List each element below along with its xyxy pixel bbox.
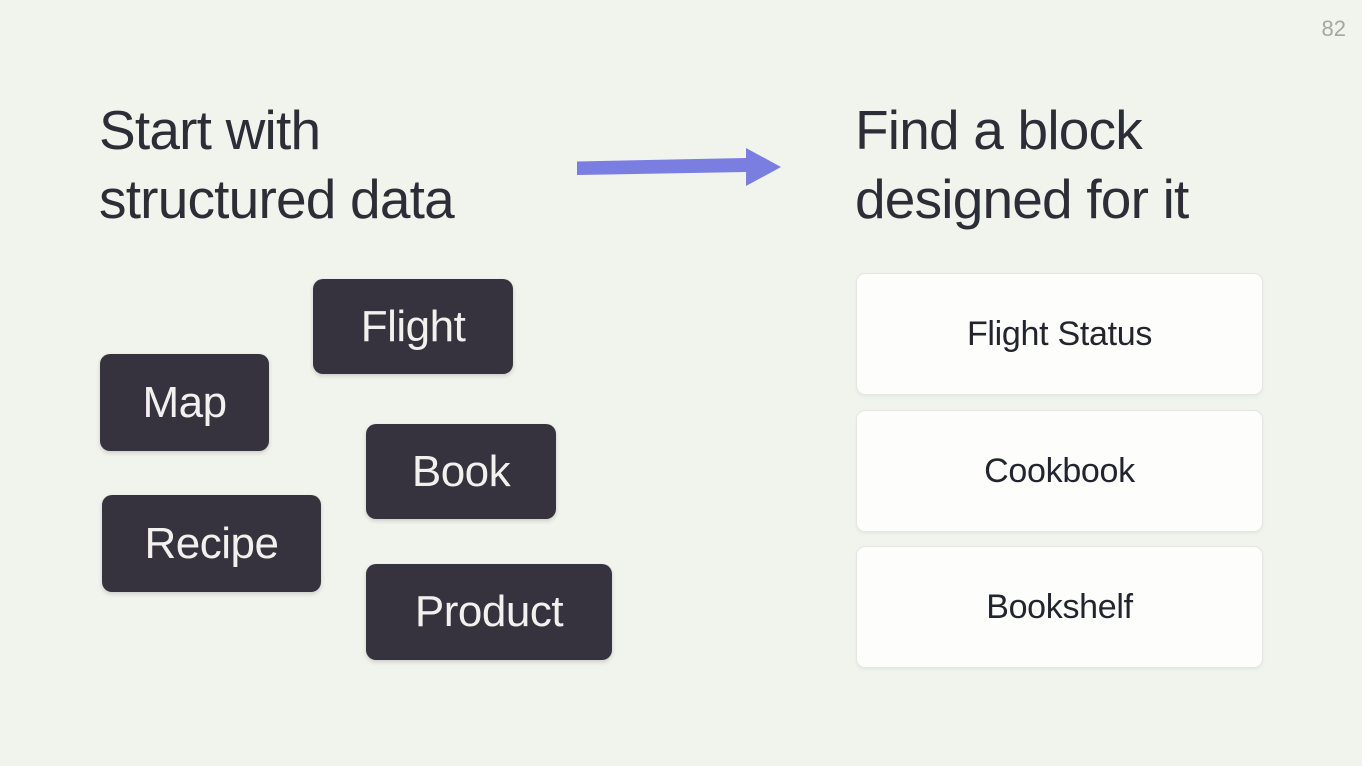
- left-heading-line2: structured data: [99, 168, 455, 230]
- right-arrow-icon: [577, 146, 783, 188]
- page-number: 82: [1321, 16, 1346, 41]
- block-card-flight-status: Flight Status: [856, 273, 1263, 395]
- chip-product: Product: [366, 564, 612, 660]
- right-heading: Find a block designed for it: [855, 96, 1189, 234]
- right-heading-line2: designed for it: [855, 168, 1189, 230]
- chip-map: Map: [100, 354, 269, 451]
- left-heading: Start with structured data: [99, 96, 455, 234]
- block-card-bookshelf: Bookshelf: [856, 546, 1263, 668]
- block-card-cookbook: Cookbook: [856, 410, 1263, 532]
- chip-book-label: Book: [411, 446, 511, 496]
- chip-product-label: Product: [414, 587, 564, 636]
- chip-flight-label: Flight: [360, 301, 466, 351]
- block-card-bookshelf-label: Bookshelf: [986, 587, 1133, 626]
- block-card-flight-status-label: Flight Status: [966, 314, 1153, 353]
- chip-map-label: Map: [142, 377, 227, 427]
- chip-flight: Flight: [313, 279, 513, 374]
- chip-recipe: Recipe: [102, 495, 321, 592]
- chip-recipe-label: Recipe: [144, 518, 279, 568]
- chip-book: Book: [366, 424, 556, 519]
- block-card-cookbook-label: Cookbook: [984, 451, 1135, 490]
- right-heading-line1: Find a block: [855, 99, 1143, 161]
- left-heading-line1: Start with: [99, 99, 321, 161]
